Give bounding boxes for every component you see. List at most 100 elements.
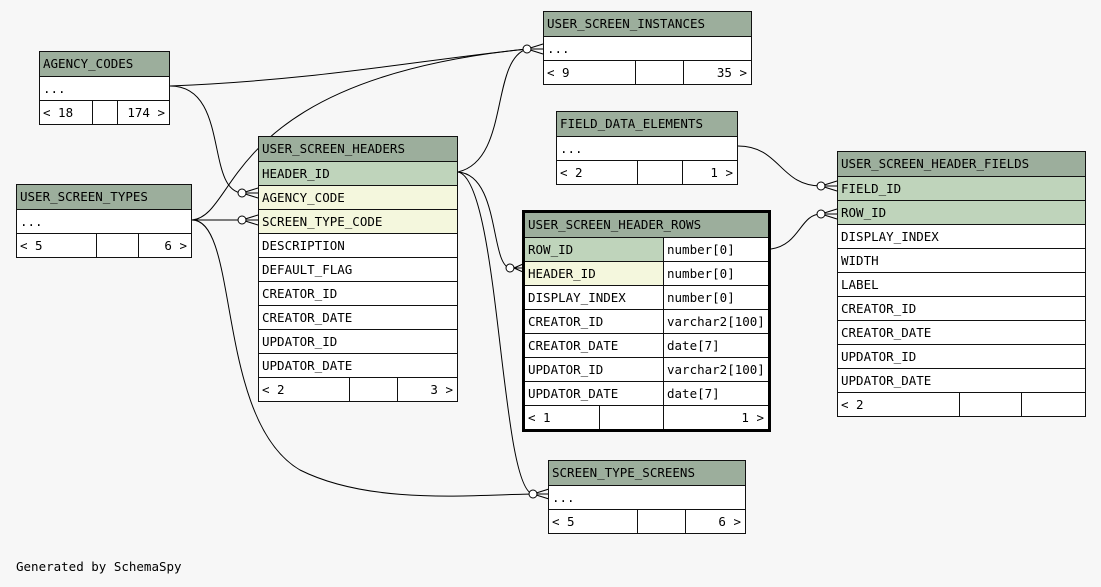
table-footer: < 5 6 > xyxy=(17,233,191,257)
child-count[interactable]: 6 > xyxy=(164,238,187,253)
table-field-data-elements[interactable]: FIELD_DATA_ELEMENTS ... < 2 1 > xyxy=(556,111,738,185)
table-body-ellipsis: ... xyxy=(40,76,169,100)
table-footer: < 2 xyxy=(838,392,1085,416)
column-updator-id[interactable]: UPDATOR_ID varchar2[100] xyxy=(525,357,768,381)
column-name: CREATOR_ID xyxy=(525,310,664,333)
table-body-ellipsis: ... xyxy=(544,36,751,60)
optional-marker xyxy=(522,44,532,54)
column-updator-date[interactable]: UPDATOR_DATE xyxy=(259,353,457,377)
table-user-screen-headers[interactable]: USER_SCREEN_HEADERS HEADER_ID AGENCY_COD… xyxy=(258,136,458,402)
column-row-id[interactable]: ROW_ID number[0] xyxy=(525,237,768,261)
column-display-index[interactable]: DISPLAY_INDEX number[0] xyxy=(525,285,768,309)
column-field-id[interactable]: FIELD_ID xyxy=(838,176,1085,200)
column-updator-date[interactable]: UPDATOR_DATE xyxy=(838,368,1085,392)
table-title[interactable]: USER_SCREEN_HEADER_ROWS xyxy=(525,213,768,237)
column-creator-id[interactable]: CREATOR_ID varchar2[100] xyxy=(525,309,768,333)
column-creator-date[interactable]: CREATOR_DATE date[7] xyxy=(525,333,768,357)
parent-count[interactable]: < 1 xyxy=(525,406,600,429)
table-footer: < 2 3 > xyxy=(259,377,457,401)
child-count[interactable]: 1 > xyxy=(710,165,733,180)
column-row-id[interactable]: ROW_ID xyxy=(838,200,1085,224)
column-creator-date[interactable]: CREATOR_DATE xyxy=(838,320,1085,344)
column-type: number[0] xyxy=(667,266,735,281)
table-screen-type-screens[interactable]: SCREEN_TYPE_SCREENS ... < 5 6 > xyxy=(548,460,746,534)
table-title[interactable]: USER_SCREEN_TYPES xyxy=(17,185,191,209)
column-description[interactable]: DESCRIPTION xyxy=(259,233,457,257)
table-footer: < 1 1 > xyxy=(525,405,768,429)
column-name: UPDATOR_DATE xyxy=(525,382,664,405)
table-user-screen-header-fields[interactable]: USER_SCREEN_HEADER_FIELDS FIELD_ID ROW_I… xyxy=(837,151,1086,417)
edge-agency-codes-to-headers xyxy=(169,85,243,194)
column-updator-date[interactable]: UPDATOR_DATE date[7] xyxy=(525,381,768,405)
column-type: date[7] xyxy=(667,386,720,401)
table-agency-codes[interactable]: AGENCY_CODES ... < 18 174 > xyxy=(39,51,170,125)
table-title[interactable]: AGENCY_CODES xyxy=(40,52,169,76)
edge-rows-to-fields xyxy=(770,213,822,250)
column-name: ROW_ID xyxy=(525,238,664,261)
parent-count[interactable]: < 2 xyxy=(557,161,638,184)
column-creator-id[interactable]: CREATOR_ID xyxy=(838,296,1085,320)
table-user-screen-types[interactable]: USER_SCREEN_TYPES ... < 5 6 > xyxy=(16,184,192,258)
column-type: number[0] xyxy=(667,290,735,305)
column-name: DISPLAY_INDEX xyxy=(525,286,664,309)
table-title[interactable]: FIELD_DATA_ELEMENTS xyxy=(557,112,737,136)
column-type: date[7] xyxy=(667,338,720,353)
table-footer: < 18 174 > xyxy=(40,100,169,124)
table-title[interactable]: SCREEN_TYPE_SCREENS xyxy=(549,461,745,485)
parent-count[interactable]: < 5 xyxy=(17,234,97,257)
child-count[interactable]: 35 > xyxy=(716,65,747,80)
column-type: number[0] xyxy=(667,242,735,257)
child-count[interactable]: 3 > xyxy=(430,382,453,397)
table-footer: < 9 35 > xyxy=(544,60,751,84)
optional-marker xyxy=(528,489,538,499)
column-header-id[interactable]: HEADER_ID xyxy=(259,161,457,185)
child-count[interactable] xyxy=(1022,393,1085,416)
table-footer: < 5 6 > xyxy=(549,509,745,533)
column-updator-id[interactable]: UPDATOR_ID xyxy=(838,344,1085,368)
column-screen-type-code[interactable]: SCREEN_TYPE_CODE xyxy=(259,209,457,233)
table-user-screen-instances[interactable]: USER_SCREEN_INSTANCES ... < 9 35 > xyxy=(543,11,752,85)
generated-by-caption: Generated by SchemaSpy xyxy=(16,559,182,574)
optional-marker xyxy=(505,263,515,273)
column-type: varchar2[100] xyxy=(667,314,765,329)
table-title[interactable]: USER_SCREEN_HEADER_FIELDS xyxy=(838,152,1085,176)
column-width[interactable]: WIDTH xyxy=(838,248,1085,272)
edge-headers-to-screen-type-screens xyxy=(457,171,534,495)
edge-agency-codes-to-instances xyxy=(169,48,528,87)
table-user-screen-header-rows[interactable]: USER_SCREEN_HEADER_ROWS ROW_ID number[0]… xyxy=(522,210,771,432)
table-title[interactable]: USER_SCREEN_INSTANCES xyxy=(544,12,751,36)
column-agency-code[interactable]: AGENCY_CODE xyxy=(259,185,457,209)
column-name: UPDATOR_ID xyxy=(525,358,664,381)
optional-marker xyxy=(237,188,247,198)
child-count[interactable]: 174 > xyxy=(127,105,165,120)
column-name: HEADER_ID xyxy=(525,262,664,285)
parent-count[interactable]: < 2 xyxy=(838,393,960,416)
table-body-ellipsis: ... xyxy=(557,136,737,160)
child-count[interactable]: 1 > xyxy=(741,410,764,425)
edge-types-to-screen-type-screens xyxy=(191,219,534,497)
column-creator-id[interactable]: CREATOR_ID xyxy=(259,281,457,305)
optional-marker xyxy=(816,181,826,191)
table-body-ellipsis: ... xyxy=(17,209,191,233)
column-updator-id[interactable]: UPDATOR_ID xyxy=(259,329,457,353)
column-display-index[interactable]: DISPLAY_INDEX xyxy=(838,224,1085,248)
parent-count[interactable]: < 2 xyxy=(259,378,350,401)
column-label[interactable]: LABEL xyxy=(838,272,1085,296)
child-count[interactable]: 6 > xyxy=(718,514,741,529)
table-title[interactable]: USER_SCREEN_HEADERS xyxy=(259,137,457,161)
edge-headers-to-rows xyxy=(457,171,511,269)
optional-marker xyxy=(237,215,247,225)
parent-count[interactable]: < 5 xyxy=(549,510,638,533)
parent-count[interactable]: < 18 xyxy=(40,101,93,124)
edge-field-data-elements-to-fields xyxy=(737,145,822,187)
column-creator-date[interactable]: CREATOR_DATE xyxy=(259,305,457,329)
column-name: CREATOR_DATE xyxy=(525,334,664,357)
edge-headers-to-instances xyxy=(457,48,528,173)
optional-marker xyxy=(816,209,826,219)
parent-count[interactable]: < 9 xyxy=(544,61,636,84)
column-header-id[interactable]: HEADER_ID number[0] xyxy=(525,261,768,285)
column-type: varchar2[100] xyxy=(667,362,765,377)
table-body-ellipsis: ... xyxy=(549,485,745,509)
column-default-flag[interactable]: DEFAULT_FLAG xyxy=(259,257,457,281)
